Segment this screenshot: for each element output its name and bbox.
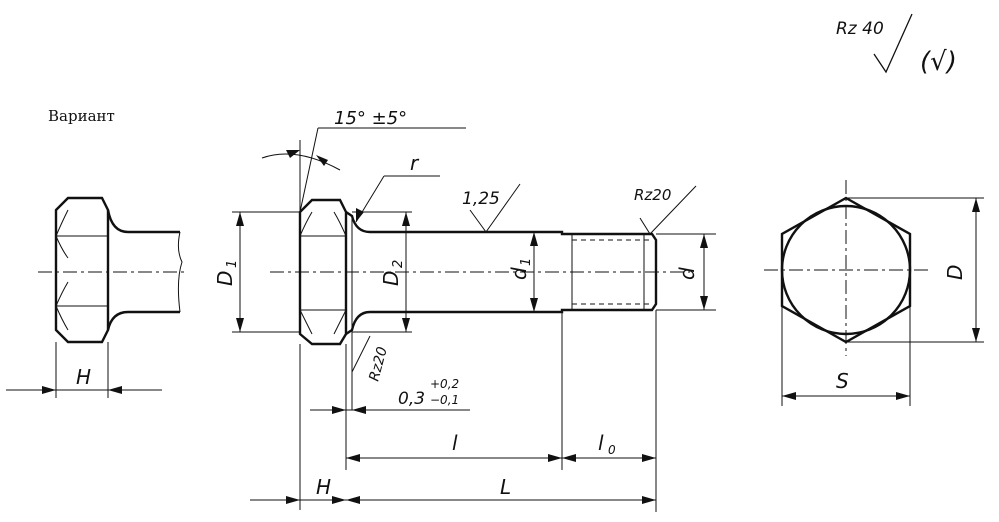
roughness-check-icon xyxy=(873,13,913,74)
arrow-icon xyxy=(356,208,364,222)
roughness-face-tick xyxy=(351,335,371,373)
arrow-icon xyxy=(332,496,346,504)
bolt-head-outline xyxy=(298,198,348,346)
arrow-icon xyxy=(642,496,656,504)
roughness-main-check: (√) xyxy=(920,47,957,77)
arrow-icon xyxy=(346,496,360,504)
pitch-label: 1,25 xyxy=(462,189,500,209)
pitch-leader xyxy=(485,183,521,233)
angle-leader xyxy=(299,127,319,213)
arrow-icon xyxy=(42,386,56,394)
arrow-icon xyxy=(402,212,410,226)
arrow-icon xyxy=(346,454,360,462)
bolt-end-view: D S xyxy=(764,180,984,406)
d1-capital-subscript: 1 xyxy=(225,260,240,268)
variant-shank-top xyxy=(106,209,180,234)
d1-small-subscript: 1 xyxy=(519,258,534,266)
tolerance-minus: −0,1 xyxy=(430,393,459,407)
h-bottom-label: H xyxy=(316,475,331,499)
l0-label: l xyxy=(598,431,604,455)
l-label: l xyxy=(452,431,458,455)
variant-label: Вариант xyxy=(48,107,115,125)
general-roughness-symbol: Rz 40 (√) xyxy=(836,13,957,77)
d2-capital-label: D xyxy=(379,271,403,286)
bolt-side-view: D 1 D 2 d 1 d 15° ±5° r xyxy=(213,108,716,512)
arrow-icon xyxy=(562,454,576,462)
arrow-icon xyxy=(332,406,346,414)
bolt-collar-top xyxy=(345,211,410,234)
bolt-collar-bottom xyxy=(345,310,410,335)
d1-small-label: d xyxy=(507,267,531,280)
angle-arc xyxy=(261,153,341,171)
arrow-icon xyxy=(286,150,300,158)
arrow-icon xyxy=(530,298,538,312)
s-label: S xyxy=(836,369,849,393)
arrow-icon xyxy=(700,234,708,248)
arrow-icon xyxy=(972,198,980,212)
roughness-thread-label: Rz20 xyxy=(634,186,671,204)
roughness-face-label: Rz20 xyxy=(366,345,391,383)
arrow-icon xyxy=(236,212,244,226)
roughness-main-label: Rz 40 xyxy=(836,19,884,39)
variant-head-chamfer-arc xyxy=(55,209,69,331)
variant-h-label: H xyxy=(76,365,91,389)
variant-head-view: Вариант H xyxy=(6,107,185,398)
arrow-icon xyxy=(286,496,300,504)
arrow-icon xyxy=(642,454,656,462)
d2-capital-subscript: 2 xyxy=(391,260,406,268)
d-label: d xyxy=(675,267,699,280)
variant-shank-bottom xyxy=(106,310,180,331)
roughness-thread-tick xyxy=(639,217,651,235)
tolerance-base: 0,3 xyxy=(398,389,425,409)
radius-label: r xyxy=(410,151,420,175)
variant-head-outline xyxy=(54,196,110,344)
arrow-icon xyxy=(352,406,366,414)
arrow-icon xyxy=(236,318,244,332)
angle-label: 15° ±5° xyxy=(334,108,407,129)
variant-break-line xyxy=(177,231,183,313)
l0-subscript: 0 xyxy=(608,443,616,457)
pitch-leader-tick xyxy=(469,209,487,233)
bolt-head-chamfer-arc xyxy=(299,309,347,335)
l-total-label: L xyxy=(500,475,511,499)
arrow-icon xyxy=(402,318,410,332)
variant-head-chamfer-arc xyxy=(55,235,69,307)
arrow-icon xyxy=(108,386,122,394)
arrow-icon xyxy=(548,454,562,462)
arrow-icon xyxy=(700,296,708,310)
arrow-icon xyxy=(530,232,538,246)
arrow-icon xyxy=(782,392,796,400)
arrow-icon xyxy=(972,328,980,342)
arrow-icon xyxy=(896,392,910,400)
bolt-head-chamfer-arc xyxy=(299,211,347,237)
arrow-icon xyxy=(316,155,328,166)
roughness-thread-leader xyxy=(649,185,697,235)
d1-capital-label: D xyxy=(213,271,237,286)
tolerance-plus: +0,2 xyxy=(430,377,459,391)
d-capital-label: D xyxy=(943,265,967,280)
